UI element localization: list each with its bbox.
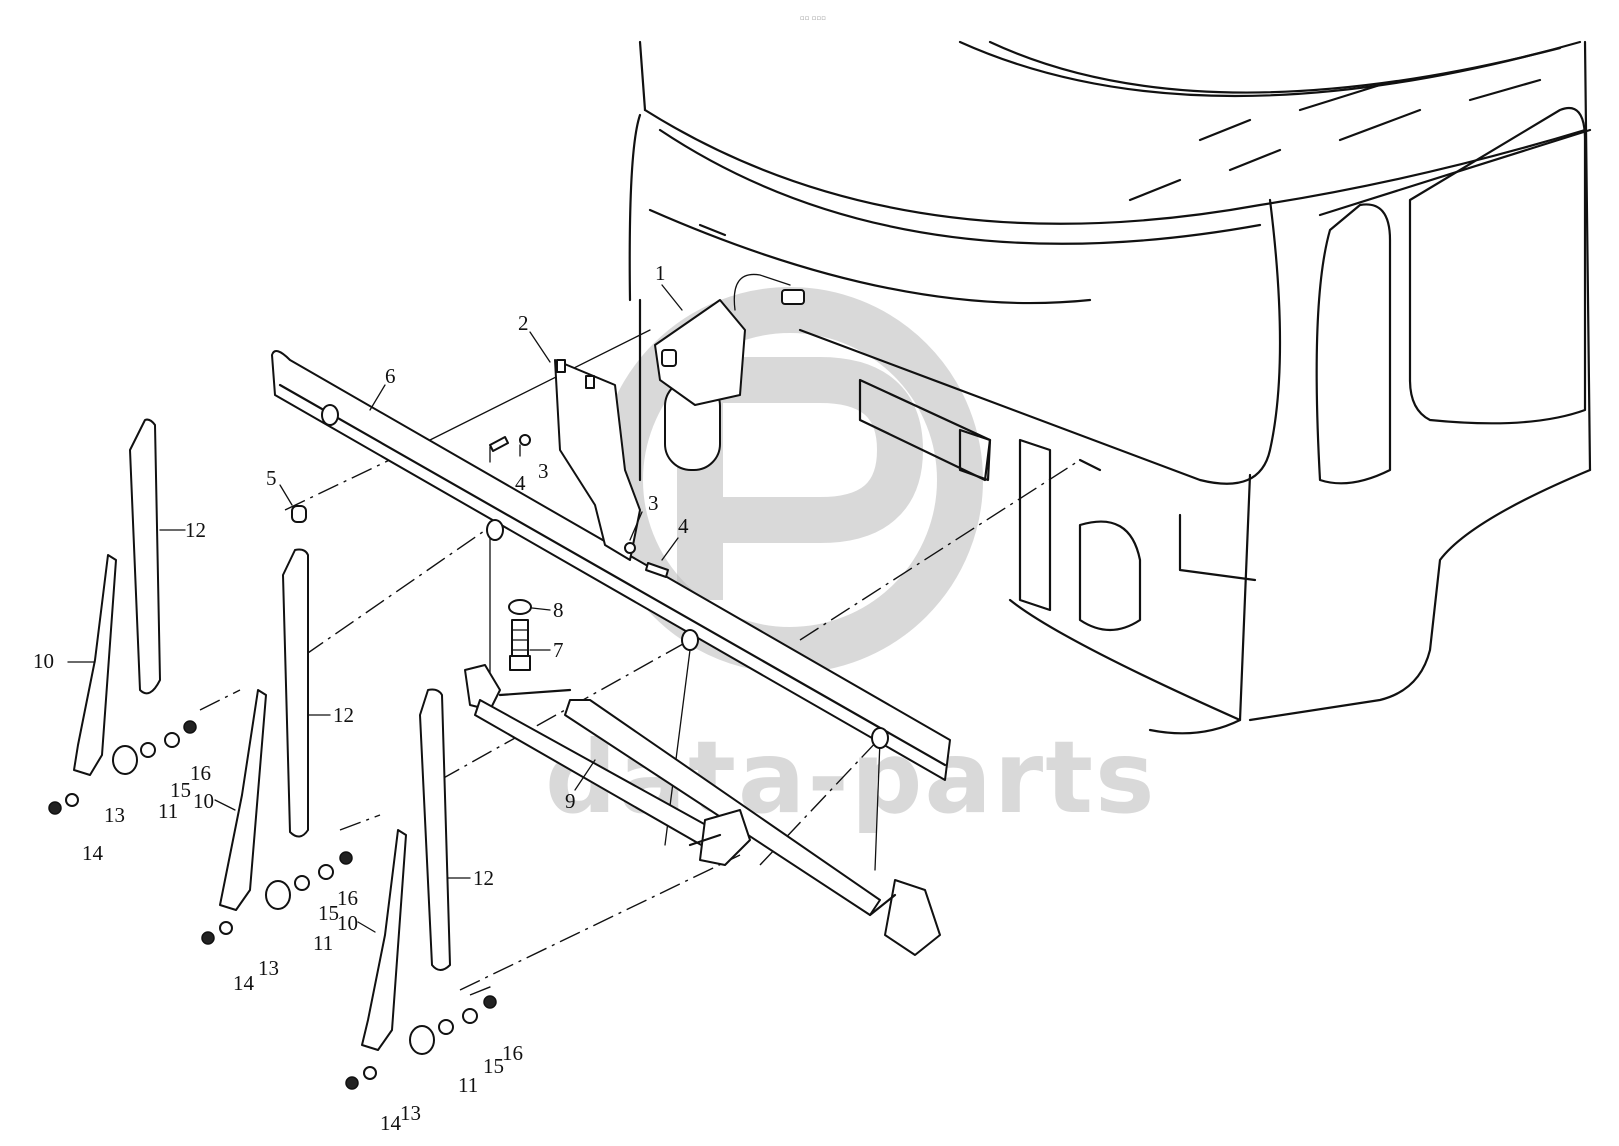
callout-14: 14 [380, 1111, 402, 1135]
callout-leaders [67, 284, 683, 933]
callout-11: 11 [458, 1073, 478, 1097]
wiper-motor [654, 273, 805, 471]
callout-9: 9 [565, 789, 576, 813]
truck-cab [628, 40, 1592, 735]
leader-lines [199, 329, 1081, 996]
arm-hardware [48, 720, 497, 1090]
callout-15: 15 [318, 901, 339, 925]
callout-15: 15 [170, 778, 191, 802]
wiper-linkage [464, 664, 941, 956]
callout-14: 14 [82, 841, 104, 865]
callout-12: 12 [333, 703, 354, 727]
cross-bar [271, 350, 951, 781]
callout-16: 16 [337, 886, 358, 910]
callout-12: 12 [473, 866, 494, 890]
callout-15: 15 [483, 1054, 504, 1078]
callout-8: 8 [553, 598, 564, 622]
callout-5: 5 [266, 466, 277, 490]
wiper-arms [73, 554, 407, 1051]
motor-bracket [554, 359, 641, 561]
wiper-blades [129, 418, 451, 971]
callout-10: 10 [33, 649, 54, 673]
callout-16: 16 [502, 1041, 523, 1065]
callout-13: 13 [258, 956, 279, 980]
callout-2: 2 [518, 311, 529, 335]
callout-3: 3 [538, 459, 549, 483]
callout-4: 4 [678, 514, 689, 538]
fasteners [291, 434, 669, 671]
callout-11: 11 [158, 799, 178, 823]
callout-11: 11 [313, 931, 333, 955]
callout-12: 12 [185, 518, 206, 542]
callout-6: 6 [385, 364, 396, 388]
callout-10: 10 [193, 789, 214, 813]
callout-10: 10 [337, 911, 358, 935]
callout-1: 1 [655, 261, 666, 285]
callout-14: 14 [233, 971, 255, 995]
callout-4: 4 [515, 471, 526, 495]
callout-labels: 1 2 3 3 4 4 5 6 7 8 9 10 10 10 11 11 11 … [33, 261, 689, 1135]
callout-13: 13 [104, 803, 125, 827]
callout-3: 3 [648, 491, 659, 515]
callout-7: 7 [553, 638, 564, 662]
callout-16: 16 [190, 761, 211, 785]
callout-13: 13 [400, 1101, 421, 1125]
header-mark: ▫▫ ▫▫▫ [800, 14, 826, 22]
